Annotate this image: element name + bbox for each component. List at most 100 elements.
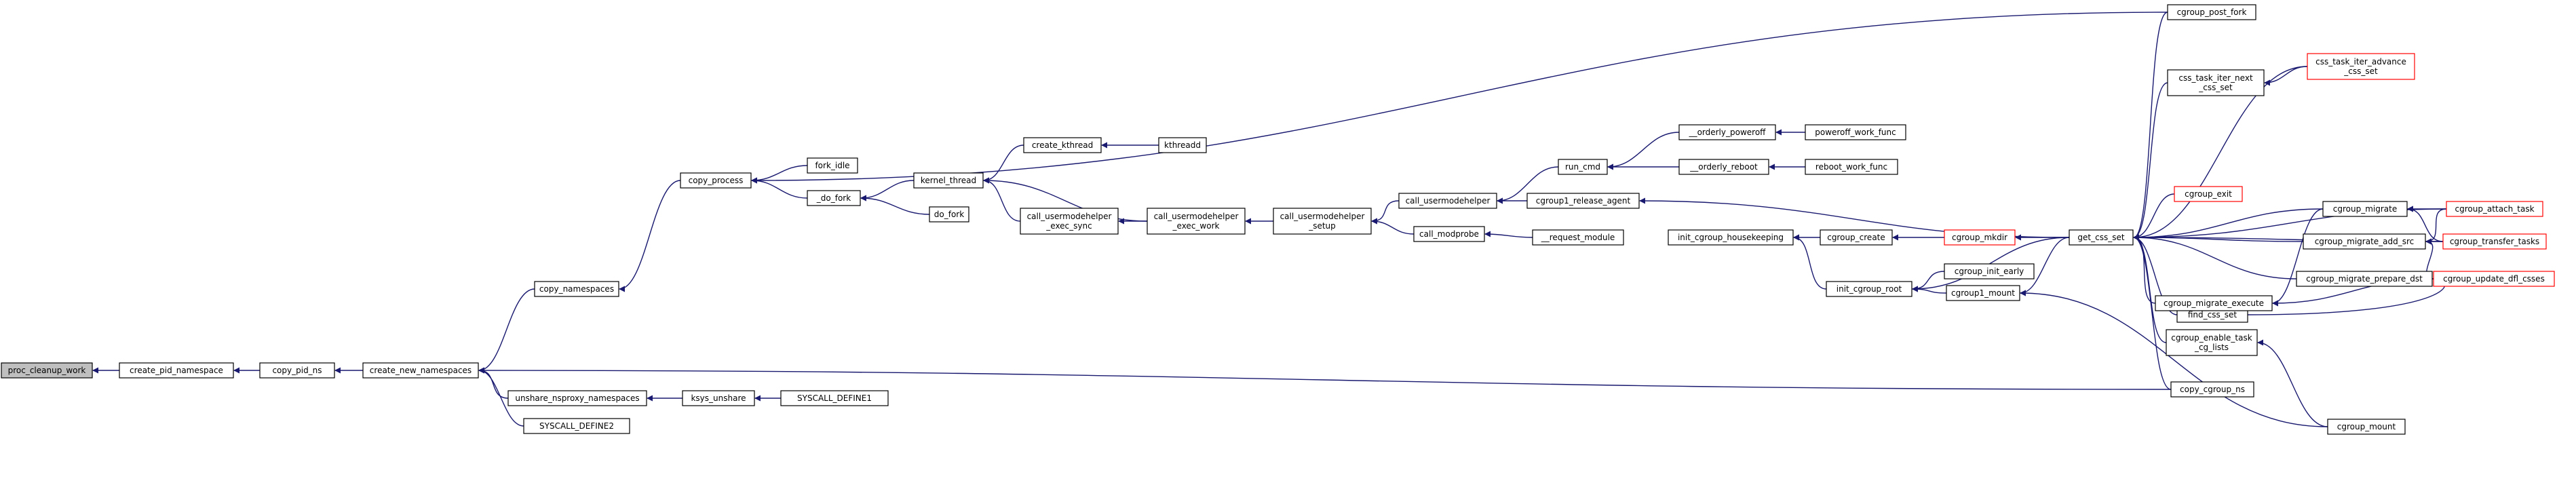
node-do-fork[interactable]: do_fork <box>929 206 969 223</box>
node-unshare-nsproxy-namespaces[interactable]: unshare_nsproxy_namespaces <box>507 390 647 406</box>
node-call-usermodehelper-exec-work[interactable]: call_usermodehelper_exec_work <box>1147 208 1246 235</box>
node-cgroup-create[interactable]: cgroup_create <box>1820 229 1893 246</box>
node-box[interactable] <box>2069 229 2134 246</box>
node-box[interactable] <box>929 206 969 223</box>
node-box[interactable] <box>2442 233 2547 250</box>
node-cgroup-migrate-prepare-dst[interactable]: cgroup_migrate_prepare_dst <box>2296 271 2433 287</box>
node-box[interactable] <box>1020 208 1119 235</box>
node-box[interactable] <box>1668 229 1794 246</box>
node-kthreadd[interactable]: kthreadd <box>1158 137 1207 153</box>
node-init-cgroup-root[interactable]: init_cgroup_root <box>1826 281 1912 297</box>
node-proc-cleanup-work[interactable]: proc_cleanup_work <box>1 362 93 379</box>
node-box[interactable] <box>1 362 93 379</box>
node-get-css-set[interactable]: get_css_set <box>2069 229 2134 246</box>
node-box[interactable] <box>1023 137 1102 153</box>
node-box[interactable] <box>1158 137 1207 153</box>
node-box[interactable] <box>2307 53 2415 80</box>
node-box[interactable] <box>913 172 984 189</box>
node-cgroup-migrate-add-src[interactable]: cgroup_migrate_add_src <box>2303 233 2426 250</box>
node-box[interactable] <box>1532 229 1624 246</box>
node-call-modprobe[interactable]: call_modprobe <box>1413 226 1485 242</box>
node-box[interactable] <box>1526 193 1640 209</box>
node-cgroup-transfer-tasks[interactable]: cgroup_transfer_tasks <box>2442 233 2547 250</box>
node-box[interactable] <box>1826 281 1912 297</box>
node-call-usermodehelper-exec-sync[interactable]: call_usermodehelper_exec_sync <box>1020 208 1119 235</box>
node-box[interactable] <box>2303 233 2426 250</box>
node-box[interactable] <box>1946 285 2020 301</box>
node-cgroup-enable-task-cg-lists[interactable]: cgroup_enable_task_cg_lists <box>2166 329 2258 356</box>
node-box[interactable] <box>1805 159 1898 175</box>
node-box[interactable] <box>507 390 647 406</box>
node-box[interactable] <box>780 390 889 406</box>
node-cgroup1-release-agent[interactable]: cgroup1_release_agent <box>1526 193 1640 209</box>
node-box[interactable] <box>807 190 861 206</box>
node-box[interactable] <box>362 362 479 379</box>
node-cgroup-init-early[interactable]: cgroup_init_early <box>1944 263 2035 279</box>
node-orderly-reboot[interactable]: __orderly_reboot <box>1678 159 1769 175</box>
node-cgroup-exit[interactable]: cgroup_exit <box>2174 186 2243 202</box>
node-box[interactable] <box>1413 226 1485 242</box>
node-syscall-define2[interactable]: SYSCALL_DEFINE2 <box>523 418 630 434</box>
node-box[interactable] <box>2327 419 2406 435</box>
node-run-cmd[interactable]: run_cmd <box>1558 159 1608 175</box>
node-call-usermodehelper-setup[interactable]: call_usermodehelper_setup <box>1273 208 1372 235</box>
node-poweroff-work-func[interactable]: poweroff_work_func <box>1805 124 1906 140</box>
node-box[interactable] <box>2174 186 2243 202</box>
node-cgroup1-mount[interactable]: cgroup1_mount <box>1946 285 2020 301</box>
node-ksys-unshare[interactable]: ksys_unshare <box>682 390 755 406</box>
node-css-task-iter-advance-css-set[interactable]: css_task_iter_advance_css_set <box>2307 53 2415 80</box>
node-cgroup-attach-task[interactable]: cgroup_attach_task <box>2446 201 2543 217</box>
node-box[interactable] <box>807 157 858 174</box>
node-box[interactable] <box>1147 208 1246 235</box>
node-box[interactable] <box>2166 329 2258 356</box>
node-call-usermodehelper[interactable]: call_usermodehelper <box>1398 193 1497 209</box>
node-box[interactable] <box>1944 263 2035 279</box>
node-box[interactable] <box>2167 69 2265 96</box>
node-kernel-thread[interactable]: kernel_thread <box>913 172 984 189</box>
node-cgroup-migrate[interactable]: cgroup_migrate <box>2322 201 2408 217</box>
node-box[interactable] <box>2446 201 2543 217</box>
node-create-pid-namespace[interactable]: create_pid_namespace <box>119 362 234 379</box>
node-cgroup-update-dfl-csses[interactable]: cgroup_update_dfl_csses <box>2433 271 2555 287</box>
node-box[interactable] <box>1558 159 1608 175</box>
node-box[interactable] <box>680 172 752 189</box>
node-box[interactable] <box>1944 229 2016 246</box>
node-copy-namespaces[interactable]: copy_namespaces <box>534 281 619 297</box>
node-box[interactable] <box>259 362 335 379</box>
node-reboot-work-func[interactable]: reboot_work_func <box>1805 159 1898 175</box>
node-box[interactable] <box>2322 201 2408 217</box>
node-cgroup-mkdir[interactable]: cgroup_mkdir <box>1944 229 2016 246</box>
node-request-module[interactable]: __request_module <box>1532 229 1624 246</box>
node-box[interactable] <box>1678 159 1769 175</box>
node-copy-process[interactable]: copy_process <box>680 172 752 189</box>
node-create-new-namespaces[interactable]: create_new_namespaces <box>362 362 479 379</box>
node-box[interactable] <box>2170 381 2254 398</box>
node-copy-pid-ns[interactable]: copy_pid_ns <box>259 362 335 379</box>
node-css-task-iter-next-css-set[interactable]: css_task_iter_next_css_set <box>2167 69 2265 96</box>
node-box[interactable] <box>523 418 630 434</box>
node-syscall-define1[interactable]: SYSCALL_DEFINE1 <box>780 390 889 406</box>
node-cgroup-migrate-execute[interactable]: cgroup_migrate_execute <box>2155 295 2273 311</box>
node-box[interactable] <box>682 390 755 406</box>
node-box[interactable] <box>1273 208 1372 235</box>
node-box[interactable] <box>2433 271 2555 287</box>
node-orderly-poweroff[interactable]: __orderly_poweroff <box>1678 124 1776 140</box>
node-do-fork[interactable]: _do_fork <box>807 190 861 206</box>
node-cgroup-mount[interactable]: cgroup_mount <box>2327 419 2406 435</box>
node-box[interactable] <box>534 281 619 297</box>
node-box[interactable] <box>2296 271 2433 287</box>
node-box[interactable] <box>1398 193 1497 209</box>
node-label: kthreadd <box>1164 140 1201 150</box>
node-copy-cgroup-ns[interactable]: copy_cgroup_ns <box>2170 381 2254 398</box>
node-box[interactable] <box>1820 229 1893 246</box>
node-init-cgroup-housekeeping[interactable]: init_cgroup_housekeeping <box>1668 229 1794 246</box>
node-box[interactable] <box>119 362 234 379</box>
node-fork-idle[interactable]: fork_idle <box>807 157 858 174</box>
node-box[interactable] <box>2155 295 2273 311</box>
node-box[interactable] <box>1678 124 1776 140</box>
node-create-kthread[interactable]: create_kthread <box>1023 137 1102 153</box>
node-cgroup-post-fork[interactable]: cgroup_post_fork <box>2167 4 2256 20</box>
node-box[interactable] <box>2167 4 2256 20</box>
node-box[interactable] <box>1805 124 1906 140</box>
